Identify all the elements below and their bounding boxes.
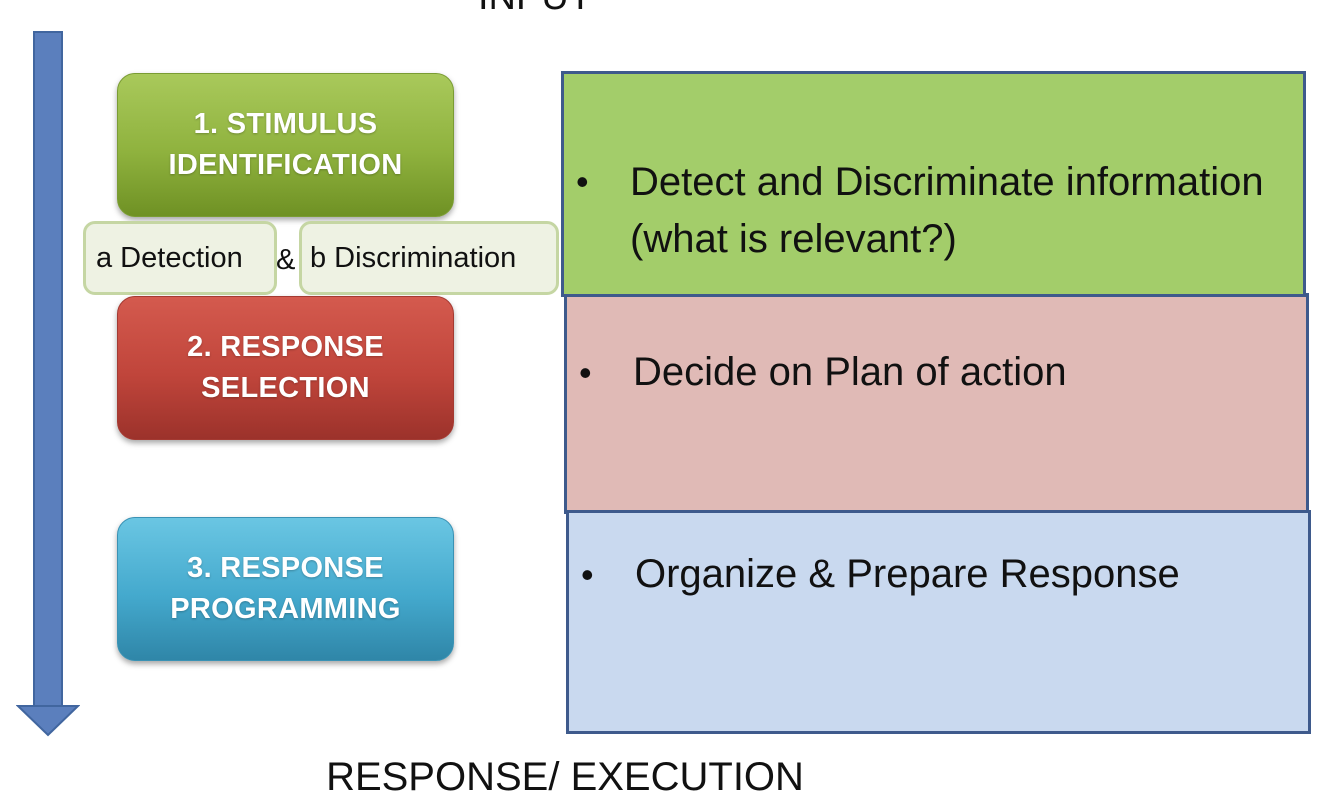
description-text: Detect and Discriminate information (wha… — [630, 160, 1264, 261]
arrow-shaft — [33, 31, 63, 707]
description-text: Decide on Plan of action — [633, 350, 1067, 394]
arrow-down-icon — [16, 31, 80, 737]
description-box-selection: • Decide on Plan of action — [564, 293, 1309, 514]
stage-stimulus-identification: 1. STIMULUS IDENTIFICATION — [117, 73, 454, 217]
arrow-head — [16, 705, 80, 737]
response-execution-label: RESPONSE/ EXECUTION — [326, 755, 804, 799]
bullet: • — [576, 161, 589, 202]
bullet: • — [579, 352, 592, 393]
stage-response-selection: 2. RESPONSE SELECTION — [117, 296, 454, 440]
input-label: INPUT — [430, 0, 640, 20]
stage-response-programming: 3. RESPONSE PROGRAMMING — [117, 517, 454, 661]
description-box-programming: • Organize & Prepare Response — [566, 510, 1311, 734]
sub-step-detection: a Detection — [83, 221, 277, 295]
stage-title: 2. RESPONSE SELECTION — [187, 331, 384, 404]
description-box-identification: • Detect and Discriminate information (w… — [561, 71, 1306, 297]
sub-step-connector: & — [276, 244, 296, 276]
description-text: Organize & Prepare Response — [635, 552, 1180, 596]
stage-title: 1. STIMULUS IDENTIFICATION — [168, 108, 403, 181]
sub-step-discrimination: b Discrimination — [299, 221, 559, 295]
bullet: • — [581, 554, 594, 595]
stage-title: 3. RESPONSE PROGRAMMING — [170, 552, 401, 625]
